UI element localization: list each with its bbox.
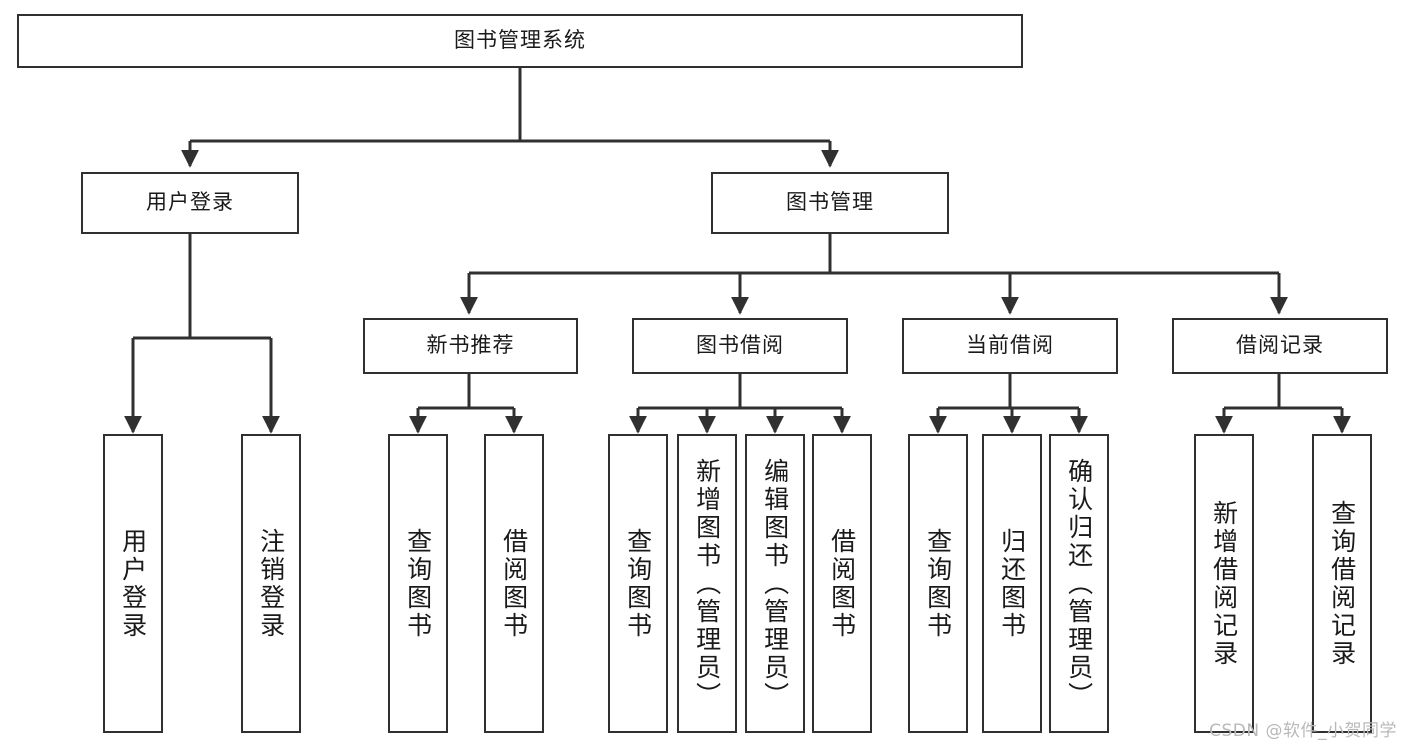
node-new-book-recommend[interactable]: 新书推荐: [363, 318, 578, 374]
node-leaf-new-book-borrow[interactable]: 借阅图书: [484, 434, 544, 733]
node-leaf-label: 新增借阅记录: [1209, 499, 1239, 668]
node-leaf-label: 借阅图书: [499, 527, 529, 640]
node-borrow-record[interactable]: 借阅记录: [1172, 318, 1388, 374]
node-root-system-label: 图书管理系统: [454, 28, 586, 53]
node-leaf-label: 新增图书（管理员）: [692, 457, 722, 710]
node-leaf-borrow-add-book[interactable]: 新增图书（管理员）: [677, 434, 737, 733]
node-book-borrow[interactable]: 图书借阅: [632, 318, 848, 374]
node-user-login[interactable]: 用户登录: [81, 172, 299, 234]
node-leaf-label: 查询借阅记录: [1327, 499, 1357, 668]
node-leaf-label: 编辑图书（管理员）: [760, 457, 790, 710]
node-leaf-record-add[interactable]: 新增借阅记录: [1194, 434, 1254, 733]
node-leaf-label: 用户登录: [118, 527, 148, 640]
node-leaf-current-confirm-return[interactable]: 确认归还（管理员）: [1049, 434, 1109, 733]
node-leaf-label: 查询图书: [623, 527, 653, 640]
node-root-system[interactable]: 图书管理系统: [17, 14, 1023, 68]
node-leaf-borrow-edit-book[interactable]: 编辑图书（管理员）: [745, 434, 805, 733]
node-current-borrow[interactable]: 当前借阅: [902, 318, 1118, 374]
node-user-login-label: 用户登录: [146, 190, 234, 215]
node-leaf-current-return[interactable]: 归还图书: [982, 434, 1042, 733]
node-leaf-borrow-borrow-book[interactable]: 借阅图书: [812, 434, 872, 733]
node-leaf-label: 归还图书: [997, 527, 1027, 640]
node-borrow-record-label: 借阅记录: [1236, 333, 1324, 358]
node-new-book-recommend-label: 新书推荐: [426, 333, 515, 358]
node-current-borrow-label: 当前借阅: [966, 333, 1054, 358]
node-leaf-label: 借阅图书: [827, 527, 857, 640]
node-leaf-user-login-login[interactable]: 用户登录: [103, 434, 163, 733]
node-leaf-user-login-logout[interactable]: 注销登录: [241, 434, 301, 733]
node-book-borrow-label: 图书借阅: [696, 333, 784, 358]
node-book-management[interactable]: 图书管理: [711, 172, 949, 234]
node-leaf-record-query[interactable]: 查询借阅记录: [1312, 434, 1372, 733]
node-leaf-label: 注销登录: [256, 527, 286, 640]
node-book-management-label: 图书管理: [786, 190, 874, 215]
node-leaf-label: 查询图书: [923, 527, 953, 640]
node-leaf-current-query[interactable]: 查询图书: [908, 434, 968, 733]
node-leaf-label: 确认归还（管理员）: [1064, 457, 1094, 710]
node-leaf-borrow-query[interactable]: 查询图书: [608, 434, 668, 733]
node-leaf-new-book-query[interactable]: 查询图书: [388, 434, 448, 733]
node-leaf-label: 查询图书: [403, 527, 433, 640]
